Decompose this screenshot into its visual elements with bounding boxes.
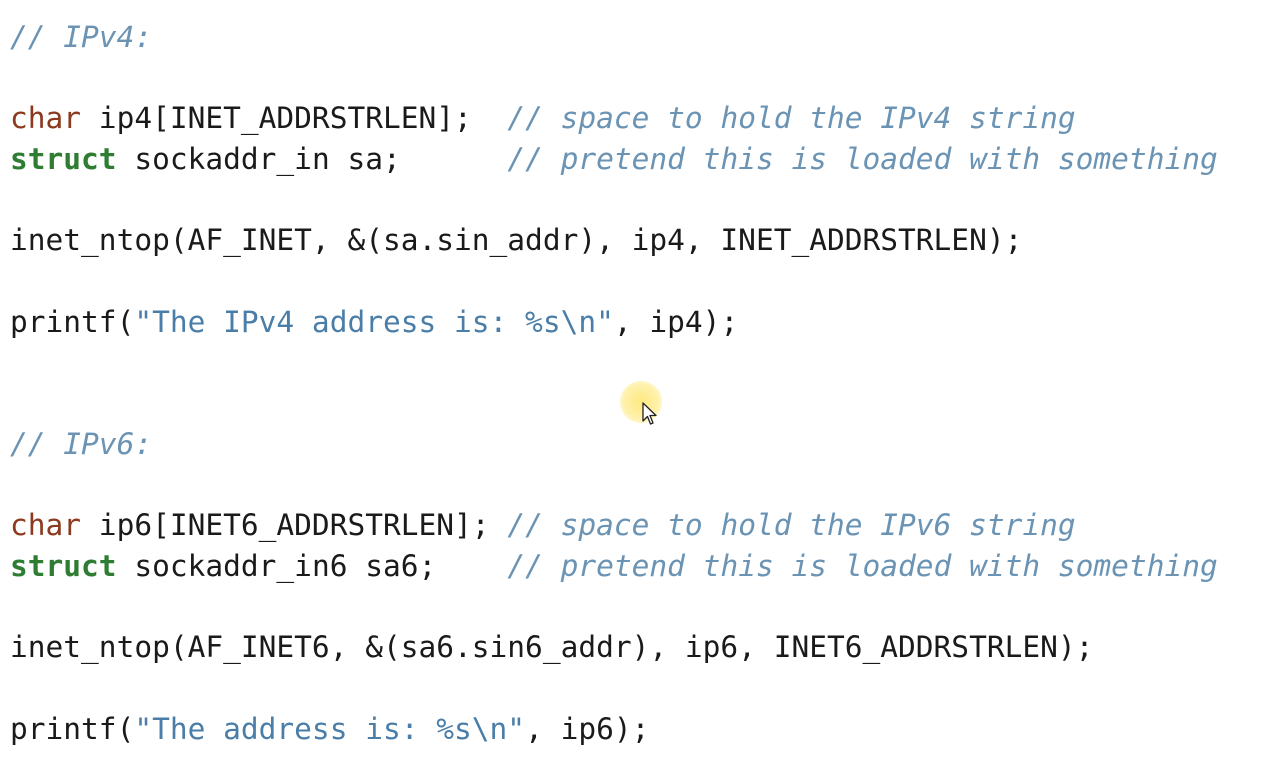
- code-token-plain: ip6[INET6_ADDRSTRLEN];: [81, 508, 508, 543]
- code-token-comment: // space to hold the IPv4 string: [507, 101, 1076, 136]
- code-line: // IPv4:: [10, 17, 1218, 58]
- code-token-plain: , ip6);: [525, 711, 650, 746]
- blank-line: [10, 383, 1218, 424]
- code-token-plain: ip4[INET_ADDRSTRLEN];: [81, 101, 508, 136]
- code-token-plain: printf(: [10, 304, 135, 339]
- code-token-comment: // space to hold the IPv6 string: [507, 508, 1076, 543]
- code-line: // IPv6:: [10, 424, 1218, 465]
- code-token-type: char: [10, 508, 82, 543]
- code-line: printf("The address is: %s\n", ip6);: [10, 709, 1218, 750]
- code-block: // IPv4: char ip4[INET_ADDRSTRLEN]; // s…: [10, 17, 1218, 749]
- code-token-comment: // pretend this is loaded with something: [507, 142, 1218, 177]
- code-line: printf("The IPv4 address is: %s\n", ip4)…: [10, 302, 1218, 343]
- blank-line: [10, 668, 1218, 709]
- code-token-comment: // IPv6:: [10, 426, 153, 461]
- code-line: struct sockaddr_in6 sa6; // pretend this…: [10, 546, 1218, 587]
- code-line: inet_ntop(AF_INET, &(sa.sin_addr), ip4, …: [10, 220, 1218, 261]
- blank-line: [10, 587, 1218, 628]
- code-token-plain: , ip4);: [613, 304, 739, 339]
- code-line: struct sockaddr_in sa; // pretend this i…: [10, 139, 1218, 180]
- code-token-string: "The address is: %s\n": [134, 711, 526, 746]
- code-line: inet_ntop(AF_INET6, &(sa6.sin6_addr), ip…: [10, 627, 1218, 668]
- blank-line: [10, 465, 1218, 506]
- code-token-comment: // IPv4:: [10, 20, 153, 54]
- code-line: char ip6[INET6_ADDRSTRLEN]; // space to …: [10, 505, 1218, 546]
- code-token-keyword: struct: [10, 548, 117, 583]
- code-line: char ip4[INET_ADDRSTRLEN]; // space to h…: [10, 98, 1218, 139]
- code-token-comment: // pretend this is loaded with something: [507, 548, 1218, 583]
- code-token-keyword: struct: [10, 142, 117, 177]
- code-token-plain: sockaddr_in6 sa6;: [116, 548, 508, 583]
- code-token-plain: inet_ntop(AF_INET, &(sa.sin_addr), ip4, …: [10, 223, 1023, 258]
- code-token-type: char: [10, 101, 82, 136]
- blank-line: [10, 180, 1218, 221]
- blank-line: [10, 261, 1218, 302]
- code-token-string: "The IPv4 address is: %s\n": [134, 304, 614, 339]
- code-token-plain: inet_ntop(AF_INET6, &(sa6.sin6_addr), ip…: [10, 630, 1094, 665]
- code-token-plain: printf(: [10, 711, 135, 746]
- blank-line: [10, 58, 1218, 99]
- blank-line: [10, 343, 1218, 384]
- mouse-pointer-icon: [642, 402, 657, 425]
- code-token-plain: sockaddr_in sa;: [116, 142, 508, 177]
